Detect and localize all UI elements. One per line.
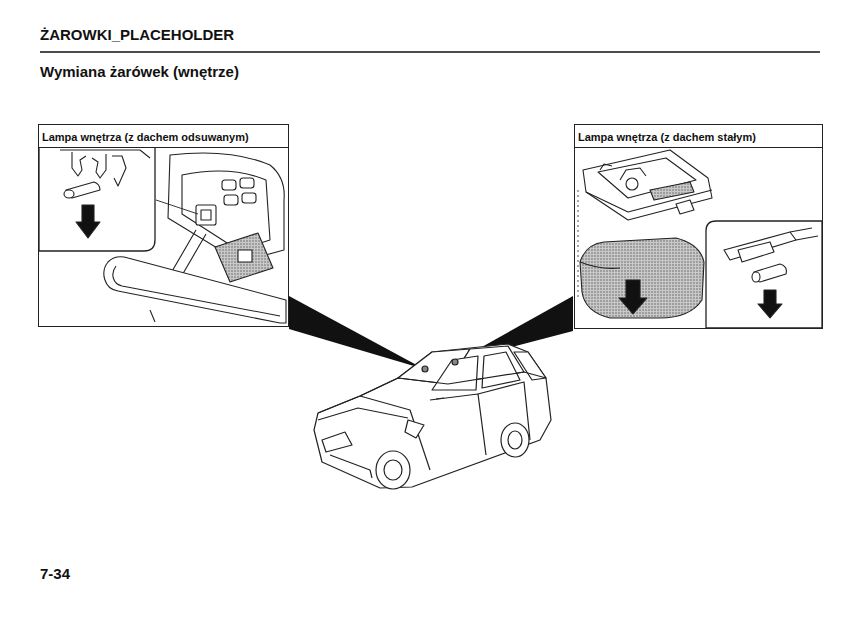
car-drawing	[432, 356, 478, 390]
bulb-clip-detail	[92, 154, 106, 178]
sunroof-lamp-drawing	[215, 233, 273, 282]
bulb-clip-detail	[64, 190, 74, 198]
illustration-panel: Lampa wnętrza (z dachem odsuwanym)	[38, 124, 289, 327]
inset-frame	[706, 221, 822, 328]
festoon-bulb-detail	[758, 290, 782, 318]
car-drawing	[508, 431, 522, 449]
car-drawing	[376, 451, 410, 489]
car-drawing	[314, 344, 551, 488]
fixed-roof-lamp-drawing	[620, 168, 646, 180]
fixed-roof-lamp-drawing	[578, 190, 579, 300]
panel-heading: Lampa wnętrza (z dachem odsuwanym)	[42, 131, 249, 144]
fixed-roof-lamp-drawing	[578, 150, 712, 318]
car-drawing	[514, 352, 546, 380]
festoon-bulb-detail	[790, 228, 818, 240]
sunroof-lamp-drawing	[201, 210, 211, 220]
sunroof-lamp-drawing	[222, 180, 236, 190]
fixed-roof-lamp-drawing	[580, 238, 704, 318]
page-number: 7-34	[40, 566, 70, 583]
bulb-clip-detail	[76, 205, 100, 238]
car-drawing	[318, 408, 408, 420]
car-drawing	[430, 394, 486, 455]
car-drawing	[405, 420, 424, 438]
sunroof-lamp-drawing	[104, 257, 286, 323]
sunroof-lamp-drawing	[113, 266, 280, 316]
section-title: ŻAROWKI_PLACEHOLDER	[40, 27, 234, 44]
callout-wedge	[289, 296, 424, 369]
sub-heading: Wymiana żarówek (wnętrze)	[40, 64, 239, 81]
fixed-roof-lamp-drawing	[580, 262, 620, 268]
car-drawing	[318, 372, 546, 413]
festoon-bulb-detail	[738, 242, 774, 262]
car-drawing	[384, 460, 402, 480]
car-drawing	[422, 366, 428, 372]
fixed-roof-lamp-drawing	[619, 280, 647, 314]
car-drawing	[314, 344, 551, 489]
sunroof-lamp-drawing	[240, 178, 254, 188]
car-drawing	[330, 455, 372, 478]
bulb-clip-detail	[60, 150, 150, 158]
illustration-panel: Lampa wnętrza (z dachem stałym)	[574, 124, 823, 329]
sunroof-lamp-drawing	[224, 195, 238, 205]
festoon-bulb-detail	[752, 272, 760, 282]
panel-header: Lampa wnętrza (z dachem odsuwanym)	[39, 125, 288, 148]
festoon-bulb-detail	[724, 228, 818, 318]
car-drawing	[501, 423, 529, 457]
sunroof-lamp-drawing	[238, 250, 252, 262]
title-rule	[40, 52, 820, 53]
fixed-roof-lamp-drawing	[600, 164, 612, 170]
car-drawing	[482, 352, 520, 388]
bulb-clip-detail	[60, 150, 150, 238]
sunroof-lamp-drawing	[156, 200, 198, 214]
title-rule	[40, 51, 820, 53]
sunroof-lamp-drawing	[242, 193, 256, 203]
panel-heading: Lampa wnętrza (z dachem stałym)	[578, 131, 756, 144]
sunroof-lamp-drawing	[150, 310, 155, 322]
bulb-clip-detail	[72, 152, 86, 176]
fixed-roof-lamp-drawing	[626, 178, 638, 190]
bulb-clip-detail	[112, 156, 126, 186]
car-drawing	[436, 398, 444, 399]
fixed-roof-lamp-drawing	[650, 182, 694, 200]
panel-header: Lampa wnętrza (z dachem stałym)	[575, 125, 822, 148]
fixed-roof-lamp-drawing	[676, 200, 694, 214]
inset-frame	[706, 221, 822, 328]
inset-frame	[39, 145, 155, 251]
inset-frame	[39, 145, 155, 251]
fixed-roof-lamp-drawing	[583, 150, 712, 220]
car-drawing	[322, 432, 352, 452]
sunroof-lamp-drawing	[196, 205, 216, 225]
car-drawing	[452, 359, 458, 365]
